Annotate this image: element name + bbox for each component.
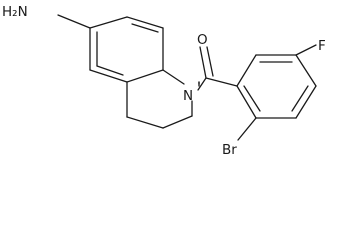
fluorine-label: F [318,38,326,54]
bond-ar-3 [295,54,317,87]
amine-label: H₂N [2,4,28,20]
bond-c6-c7-inner [131,23,159,33]
bond-c-br [237,117,257,141]
molecule-structure: H₂N O N F Br [2,4,326,156]
bond-c4-c3 [126,116,164,129]
bond-c4a-c5-inner [96,65,124,76]
bond-c6-c7 [126,16,164,29]
bond-ar-6-inner [243,85,261,112]
bond-co-1 [199,46,207,79]
bond-c4a-c5 [89,69,128,83]
bond-ar-4 [295,85,317,119]
oxygen-label: O [197,32,208,48]
bromine-label: Br [222,142,237,156]
bond-co-2 [206,46,214,77]
bond-c-aryl [205,77,238,87]
bond-c-n [197,77,207,91]
bond-c8a-n [162,69,185,85]
bond-c5-c6 [89,16,128,29]
bond-c-f [295,44,317,56]
bonds [57,14,317,141]
atom-labels: H₂N O N F Br [2,4,326,156]
nitrogen-label: N [183,88,193,104]
bond-ar-6 [236,85,257,119]
bond-c3-c2 [162,115,193,129]
bond-ar-4-inner [291,85,309,112]
bond-c8a-c4a [126,69,164,83]
bond-ar-1 [236,54,257,87]
bond-c-nh2 [57,14,91,29]
